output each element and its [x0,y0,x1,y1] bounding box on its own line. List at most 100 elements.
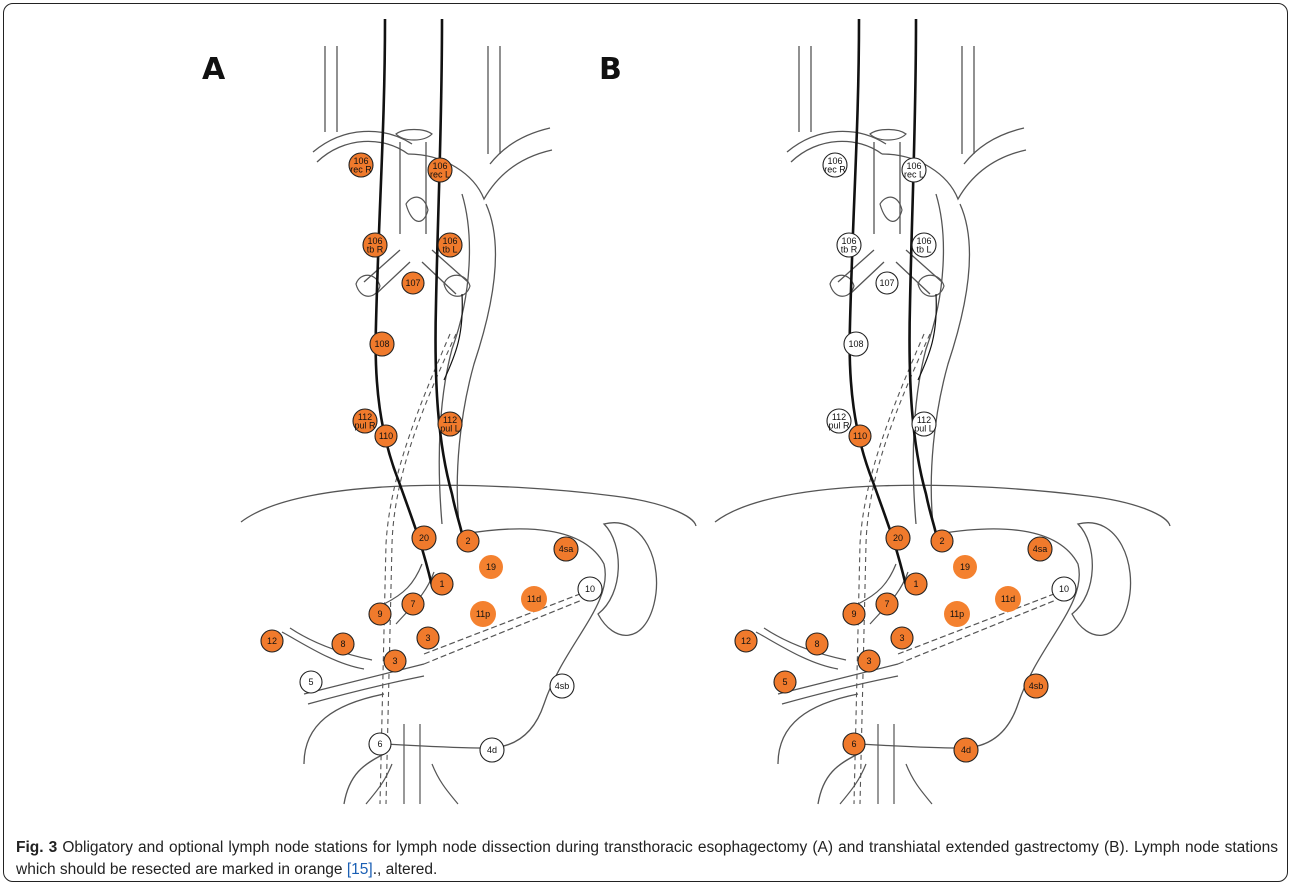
panel-a-anatomy-line [488,46,500,154]
panel-a-node-108: 108 [370,332,394,356]
panel-b-node-7: 7 [876,593,898,615]
figure-caption: Fig. 3 Obligatory and optional lymph nod… [16,837,1278,881]
panel-b-anatomy-line [799,46,811,132]
lymph-node-label: rec R [824,164,846,174]
panel-b-anatomy-line [962,46,974,154]
panel-a-node-3b: 3 [384,650,406,672]
caption-text: Obligatory and optional lymph node stati… [16,839,1278,878]
panel-a-esophagus-line [444,294,462,380]
panel-b-node-19: 19 [953,555,977,579]
panel-a-node-8: 8 [332,633,354,655]
panel-a-node-106tbL: 106tb L [438,233,462,257]
panel-b-esophagus-line [918,294,936,380]
lymph-node-label: pul L [914,423,934,433]
panel-a-node-4sb: 4sb [550,674,574,698]
lymph-node-label: 5 [782,677,787,687]
lymph-node-label: tb L [442,244,457,254]
panel-b-anatomy-line [756,628,846,669]
panel-b-anatomy-line [715,485,1170,526]
panel-b-node-8: 8 [806,633,828,655]
lymph-node-label: tb R [367,244,384,254]
lymph-node-label: pul L [440,423,460,433]
panel-b-node-108: 108 [844,332,868,356]
panel-b-node-11d: 11d [995,586,1021,612]
lymph-node-label: 4d [961,745,971,755]
lymph-node-label: 20 [893,533,903,543]
panel-b-anatomy-line [854,334,930,804]
panel-b-node-12: 12 [735,630,757,652]
lymph-node-label: 4d [487,745,497,755]
panel-a-node-10: 10 [578,577,602,601]
lymph-node-label: rec L [430,169,450,179]
panel-a-node-106tbR: 106tb R [363,233,387,257]
lymph-node-label: 19 [960,562,970,572]
panel-b-anatomy-line [898,594,1056,664]
lymph-node-label: 108 [848,339,863,349]
panel-b-letter: B [599,52,622,87]
panel-a-node-9: 9 [369,603,391,625]
lymph-node-label: tb L [916,244,931,254]
panel-a-node-4sa: 4sa [554,537,578,561]
lymph-node-label: 6 [377,739,382,749]
panel-a-anatomy-line [598,523,657,636]
panel-a-anatomy-line [457,204,495,524]
lymph-node-label: 2 [939,536,944,546]
panel-b-node-2: 2 [931,530,953,552]
lymph-node-label: 11d [1001,594,1015,604]
panel-b-esophagus-line [850,19,906,586]
caption-suffix: ., altered. [373,861,438,878]
lymph-node-label: 2 [465,536,470,546]
lymph-node-label: 19 [486,562,496,572]
panel-b-anatomy-line [931,204,969,524]
lymph-node-label: 20 [419,533,429,543]
lymph-node-label: 7 [884,599,889,609]
panel-a-node-11p: 11p [470,601,496,627]
panel-a-letter: A [202,52,226,87]
panel-a-node-7: 7 [402,593,424,615]
panel-a-node-6: 6 [369,733,391,755]
lymph-node-label: 107 [405,278,420,288]
lymph-node-label: rec R [350,164,372,174]
lymph-node-label: 4sb [555,681,570,691]
panel-b-node-4sa: 4sa [1028,537,1052,561]
panel-a-esophagus-line [376,19,432,586]
panel-b-node-1: 1 [905,573,927,595]
lymph-node-label: 1 [439,579,444,589]
panel-a-node-5: 5 [300,671,322,693]
panel-a-anatomy-line [380,334,456,804]
lymph-node-label: 6 [851,739,856,749]
panel-a-node-12: 12 [261,630,283,652]
lymph-node-label: 12 [741,636,751,646]
panel-a-anatomy-line [241,485,696,526]
panel-a-anatomy-line [424,594,582,664]
lymph-node-label: 12 [267,636,277,646]
panel-b-node-112pulL: 112pul L [912,412,936,436]
panel-a-node-1: 1 [431,573,453,595]
caption-reference-link[interactable]: [15] [347,861,373,878]
lymph-node-label: 3 [425,633,430,643]
panel-a-node-20: 20 [412,526,436,550]
panel-a-node-110: 110 [375,425,397,447]
lymph-node-label: 1 [913,579,918,589]
panel-b-node-107: 107 [876,272,898,294]
panel-a-node-19: 19 [479,555,503,579]
lymph-node-label: rec L [904,169,924,179]
lymph-node-label: 9 [851,609,856,619]
caption-label: Fig. 3 [16,839,57,856]
panel-b-node-11p: 11p [944,601,970,627]
panel-b-node-3b: 3 [858,650,880,672]
lymph-node-label: 8 [340,639,345,649]
lymph-node-label: 11p [950,609,964,619]
panel-b-node-9: 9 [843,603,865,625]
lymph-node-label: 110 [379,431,393,441]
panel-b-node-5: 5 [774,671,796,693]
panel-b-anatomy-line [1072,523,1131,636]
panel-b-node-110: 110 [849,425,871,447]
